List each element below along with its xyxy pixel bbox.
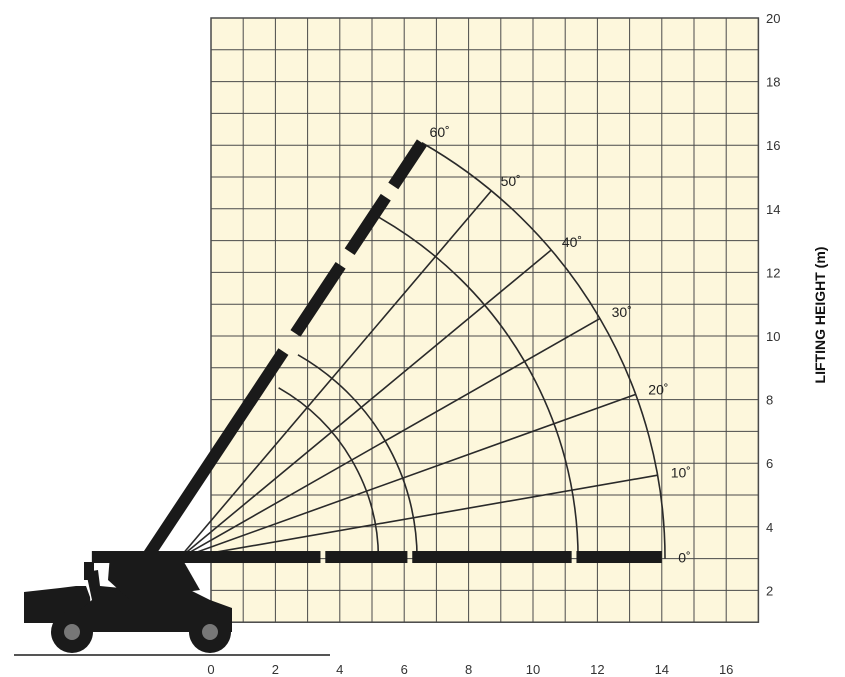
- angle-label: 40˚: [562, 234, 582, 250]
- angle-labels: 0˚ 10˚ 20˚ 30˚ 40˚ 50˚ 60˚: [430, 124, 691, 565]
- x-tick-label: 14: [655, 662, 669, 677]
- y-axis-title: LIFTING HEIGHT (m): [812, 247, 828, 384]
- boom-section: [344, 193, 391, 256]
- angle-label: 20˚: [648, 382, 668, 398]
- x-tick-label: 4: [336, 662, 343, 677]
- angle-ray: [178, 317, 601, 560]
- x-tick-label: 16: [719, 662, 733, 677]
- boom-section: [576, 551, 662, 564]
- rear-wheel-hub: [202, 624, 218, 640]
- angle-ray: [178, 190, 492, 560]
- x-tick-label: 12: [590, 662, 604, 677]
- y-tick-label: 16: [766, 138, 780, 153]
- angle-label: 50˚: [501, 173, 521, 189]
- y-tick-label: 18: [766, 75, 780, 90]
- y-tick-label: 6: [766, 456, 773, 471]
- outrigger: [84, 562, 94, 580]
- y-axis-ticks: 2 4 6 8 10 12 14 16 18 20: [766, 11, 780, 598]
- angle-label: 0˚: [678, 550, 690, 566]
- y-tick-label: 2: [766, 583, 773, 598]
- y-tick-label: 12: [766, 265, 780, 280]
- x-tick-label: 0: [207, 662, 214, 677]
- plot-area: [210, 17, 760, 623]
- boom-section: [290, 262, 346, 337]
- front-wheel-hub: [64, 624, 80, 640]
- y-tick-label: 8: [766, 393, 773, 408]
- crane-turret: [108, 555, 200, 600]
- angle-ray: [178, 393, 636, 560]
- boom-section: [325, 551, 408, 564]
- y-tick-label: 10: [766, 329, 780, 344]
- angle-label: 30˚: [612, 304, 632, 320]
- y-tick-label: 4: [766, 520, 773, 535]
- x-tick-label: 6: [401, 662, 408, 677]
- x-tick-label: 8: [465, 662, 472, 677]
- angle-rays: [178, 190, 658, 560]
- crane-truck: [14, 555, 330, 656]
- angle-ray: [178, 249, 552, 560]
- angle-label: 60˚: [430, 124, 450, 140]
- x-tick-label: 10: [526, 662, 540, 677]
- x-axis-ticks: 0 2 4 6 8 10 12 14 16: [207, 662, 733, 677]
- x-tick-label: 2: [272, 662, 279, 677]
- y-tick-label: 14: [766, 202, 780, 217]
- boom-section: [412, 551, 572, 564]
- truck-body: [80, 570, 232, 632]
- boom-section: [388, 139, 427, 190]
- angle-label: 10˚: [671, 464, 691, 480]
- y-tick-label: 20: [766, 11, 780, 26]
- angle-ray: [178, 474, 658, 560]
